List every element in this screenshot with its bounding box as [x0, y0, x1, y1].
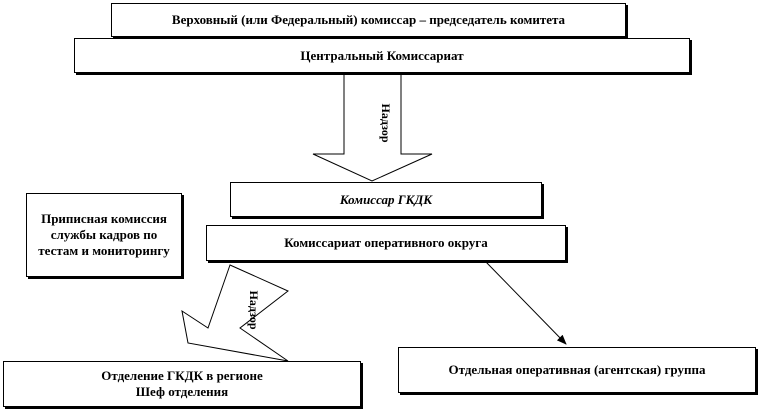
assigned-commission-label: Приписная комиссия службы кадров по тест… [38, 211, 170, 258]
district-commissariat-box: Комиссариат оперативного округа [206, 225, 566, 261]
district-commissariat-label: Комиссариат оперативного округа [284, 235, 488, 250]
oversight-arrow-bottom [181, 264, 289, 362]
assigned-commission-box: Приписная комиссия службы кадров по тест… [26, 193, 182, 277]
regional-branch-line1: Отделение ГКДК в регионе [101, 368, 263, 383]
oversight-label-top: Надзор [379, 104, 393, 143]
operational-group-box: Отдельная оперативная (агентская) группа [398, 347, 756, 393]
central-commissariat-label: Центральный Комиссариат [300, 47, 464, 63]
central-commissariat-box: Центральный Комиссариат [74, 38, 690, 73]
supreme-commissar-label: Верховный (или Федеральный) комиссар – п… [171, 12, 566, 27]
line-district-to-group [485, 261, 567, 345]
regional-branch-line2: Шеф отделения [135, 384, 229, 399]
oversight-label-bottom: Надзор [247, 291, 261, 330]
operational-group-label: Отдельная оперативная (агентская) группа [448, 362, 706, 377]
regional-branch-box: Отделение ГКДК в регионе Шеф отделения [3, 361, 361, 407]
commissar-gkdk-box: Комиссар ГКДК [230, 182, 542, 217]
supreme-commissar-box: Верховный (или Федеральный) комиссар – п… [111, 3, 626, 37]
commissar-gkdk-label: Комиссар ГКДК [339, 191, 433, 207]
oversight-arrow-top [312, 73, 433, 182]
